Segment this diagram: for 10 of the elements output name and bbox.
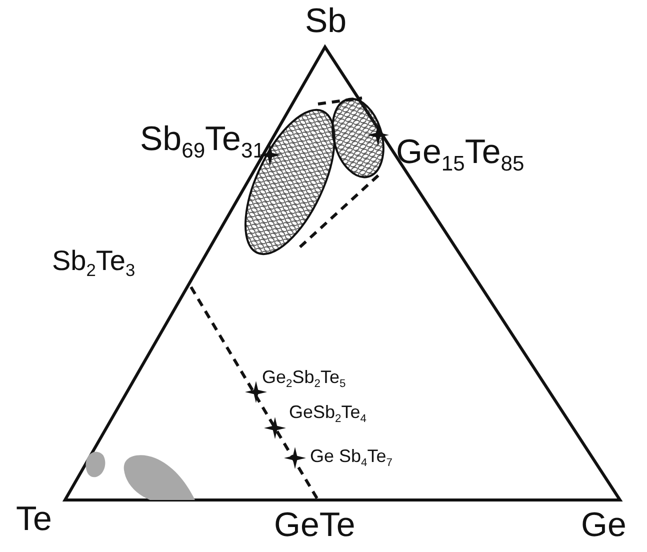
composition-label: Ge Sb$_{4}$Te$_{7}$ <box>310 447 392 470</box>
vertex-label: Sb <box>305 4 347 38</box>
composition-label: GeSb$_{2}$Te$_{4}$ <box>289 403 366 426</box>
axis-composition-label: GeTe <box>274 508 356 542</box>
composition-label: Sb$_{69}$Te$_{31}$ <box>140 122 264 162</box>
vertex-label: Ge <box>581 508 626 542</box>
composition-label: Sb$_{2}$Te$_{3}$ <box>52 247 136 280</box>
vertex-label: Te <box>16 502 52 536</box>
composition-label: Ge$_{2}$Sb$_{2}$Te$_{5}$ <box>262 368 346 390</box>
composition-label: Ge$_{15}$Te$_{85}$ <box>396 135 524 174</box>
